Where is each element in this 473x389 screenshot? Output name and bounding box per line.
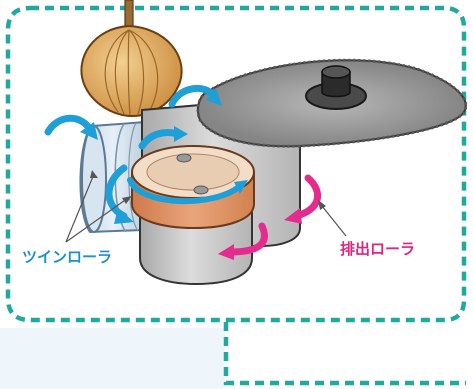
pink-rotation-arrows <box>226 174 321 256</box>
leader-arrowhead-3 <box>318 200 326 210</box>
discharge-roller-leader <box>321 205 347 237</box>
leader-lines <box>65 173 347 243</box>
copper-roller-rotation-arrow <box>127 177 243 204</box>
background-wash <box>0 328 225 389</box>
dashed-frame <box>5 5 467 386</box>
discharge-roller-label: 排出ローラ <box>340 240 415 258</box>
pink-arrowheads <box>218 208 302 260</box>
circular-saw-blade <box>196 58 468 148</box>
twin-roller-leader-1 <box>65 173 95 243</box>
onion-rotation-arrow <box>168 85 218 108</box>
onion-icon <box>80 0 183 118</box>
leader-arrowhead-2 <box>122 196 132 204</box>
discharge-rotation-arrow-left <box>226 222 268 256</box>
blue-arrowheads <box>80 88 248 224</box>
twin-roller-label: ツインローラ <box>22 248 112 266</box>
twin-roller-rotation-arrow <box>44 114 94 136</box>
twin-roller-leader-2 <box>65 197 129 243</box>
leader-arrowhead-1 <box>90 170 98 178</box>
discharge-rotation-arrow-right <box>292 174 321 220</box>
